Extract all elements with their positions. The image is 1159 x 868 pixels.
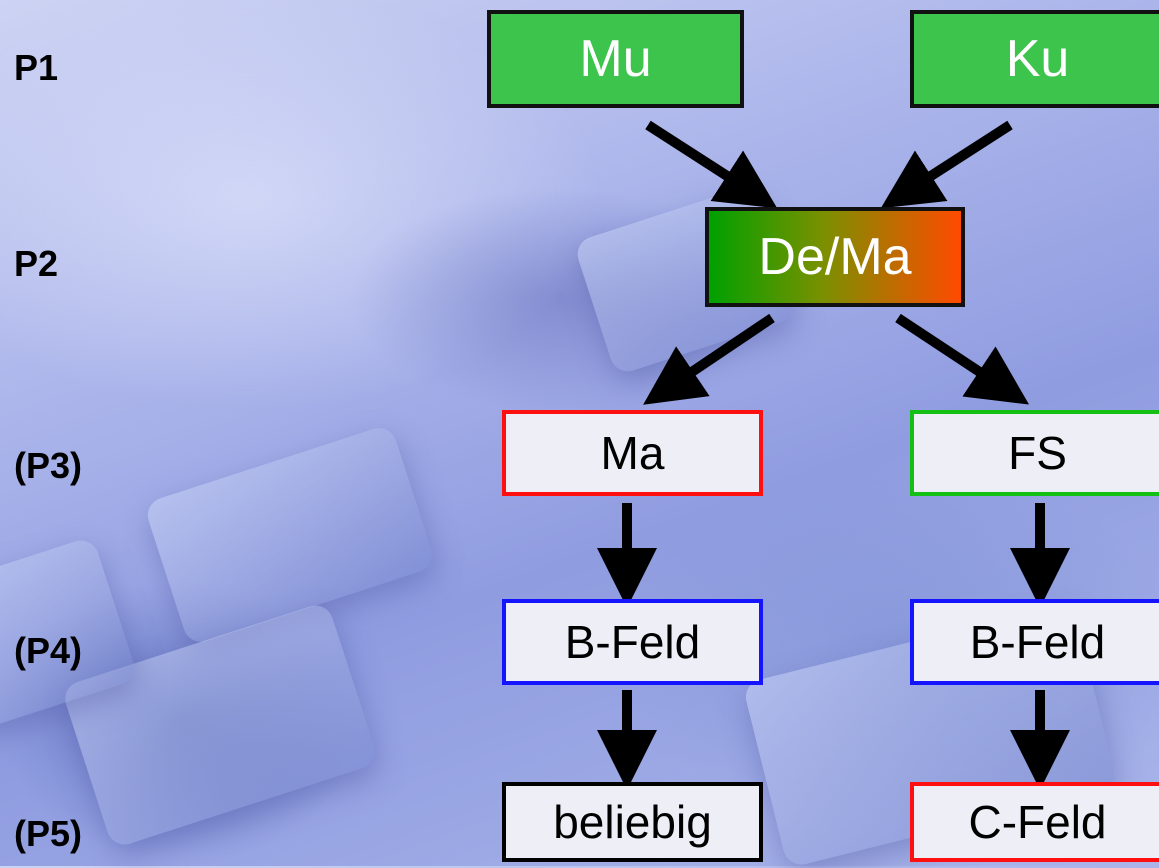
arrow-ku-to-dema xyxy=(880,120,1013,209)
arrow-dema-to-fs xyxy=(895,313,1030,405)
node-mu: Mu xyxy=(487,10,744,108)
node-de-ma: De/Ma xyxy=(705,207,965,307)
arrow-dema-to-ma xyxy=(643,313,775,405)
row-label-p2: P2 xyxy=(14,243,59,284)
node-ku: Ku xyxy=(910,10,1159,108)
node-ma: Ma xyxy=(502,410,763,496)
row-label-p3: (P3) xyxy=(14,445,83,486)
node-b-feld-right: B-Feld xyxy=(910,599,1159,685)
row-label-p1: P1 xyxy=(14,47,59,88)
row-label-p4: (P4) xyxy=(14,630,83,671)
row-label-p5: (P5) xyxy=(14,813,83,854)
node-b-feld-left: B-Feld xyxy=(502,599,763,685)
node-fs: FS xyxy=(910,410,1159,496)
node-beliebig: beliebig xyxy=(502,782,763,862)
node-c-feld: C-Feld xyxy=(910,782,1159,862)
arrow-mu-to-dema xyxy=(645,120,778,209)
